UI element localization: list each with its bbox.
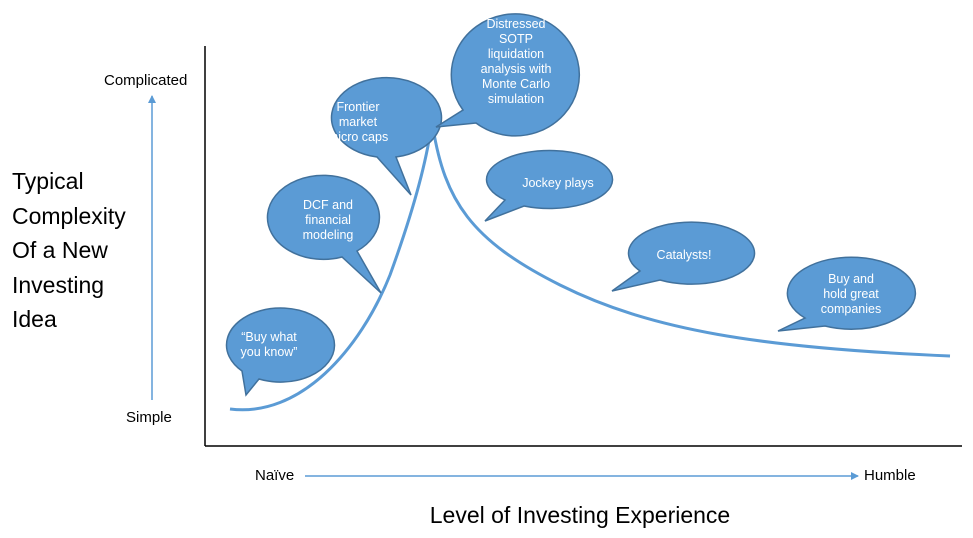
bubble-text-line: companies — [820, 302, 882, 316]
complexity-curve — [229, 126, 951, 412]
bubble-dcf — [266, 174, 382, 294]
bubble-text-line: analysis with — [480, 62, 552, 76]
y-axis-top-label: Complicated — [104, 72, 188, 89]
y-axis-title-line: Investing — [12, 271, 105, 298]
bubble-text-line: hold great — [823, 287, 879, 301]
bubble-text-line: market — [338, 115, 378, 129]
bubble-text-line: DCF and — [302, 198, 354, 212]
bubble-catalysts — [611, 221, 756, 292]
bubble-text-line: Jockey plays — [522, 176, 594, 190]
bubble-jockey — [484, 149, 614, 222]
bubble-buy-what-you-know — [225, 307, 336, 397]
bubble-buy-and-hold — [777, 256, 917, 332]
bubble-text-line: Distressed — [486, 17, 546, 31]
bubble-text-line: SOTP — [498, 32, 534, 46]
bubble-text-line: Buy and — [828, 272, 874, 286]
bubble-text-line: liquidation — [487, 47, 545, 61]
bubble-catalysts-text: Catalysts! — [621, 248, 747, 263]
y-axis-title-line: Typical — [12, 168, 84, 194]
y-axis-title-line: Idea — [12, 306, 57, 332]
bubble-text-line: financial — [305, 213, 351, 227]
bubble-text-line: Catalysts! — [656, 248, 712, 262]
bubble-jockey-text: Jockey plays — [495, 176, 621, 191]
y-axis-title-line: Complexity — [12, 202, 126, 229]
bubble-buy-and-hold-text: Buy and hold great companies — [787, 272, 915, 317]
bubble-text-line: micro caps — [327, 130, 389, 144]
x-axis-right-label: Humble — [864, 467, 916, 484]
bubble-dcf-text: DCF and financial modeling — [272, 198, 384, 243]
x-axis-left-label: Naïve — [255, 467, 295, 484]
bubble-text-line: Monte Carlo — [481, 77, 551, 91]
bubble-text-line: modeling — [302, 228, 354, 242]
y-axis-bottom-label: Simple — [126, 409, 172, 426]
y-axis-title: Typical Complexity Of a New Investing Id… — [12, 164, 126, 337]
bubble-distressed — [435, 13, 581, 137]
bubble-text-line: “Buy what — [241, 330, 297, 344]
bubble-frontier — [330, 76, 443, 196]
bubble-text-line: Frontier — [336, 100, 380, 114]
bubble-distressed-text: Distressed SOTP liquidation analysis wit… — [452, 17, 580, 107]
y-axis-title-line: Of a New — [12, 237, 108, 263]
bubble-buy-what-you-know-text: “Buy what you know” — [216, 330, 322, 360]
x-axis-title: Level of Investing Experience — [429, 502, 731, 528]
bubble-frontier-text: Frontier market micro caps — [303, 100, 413, 145]
bubble-text-line: simulation — [487, 92, 545, 106]
bubble-text-line: you know” — [240, 345, 298, 359]
